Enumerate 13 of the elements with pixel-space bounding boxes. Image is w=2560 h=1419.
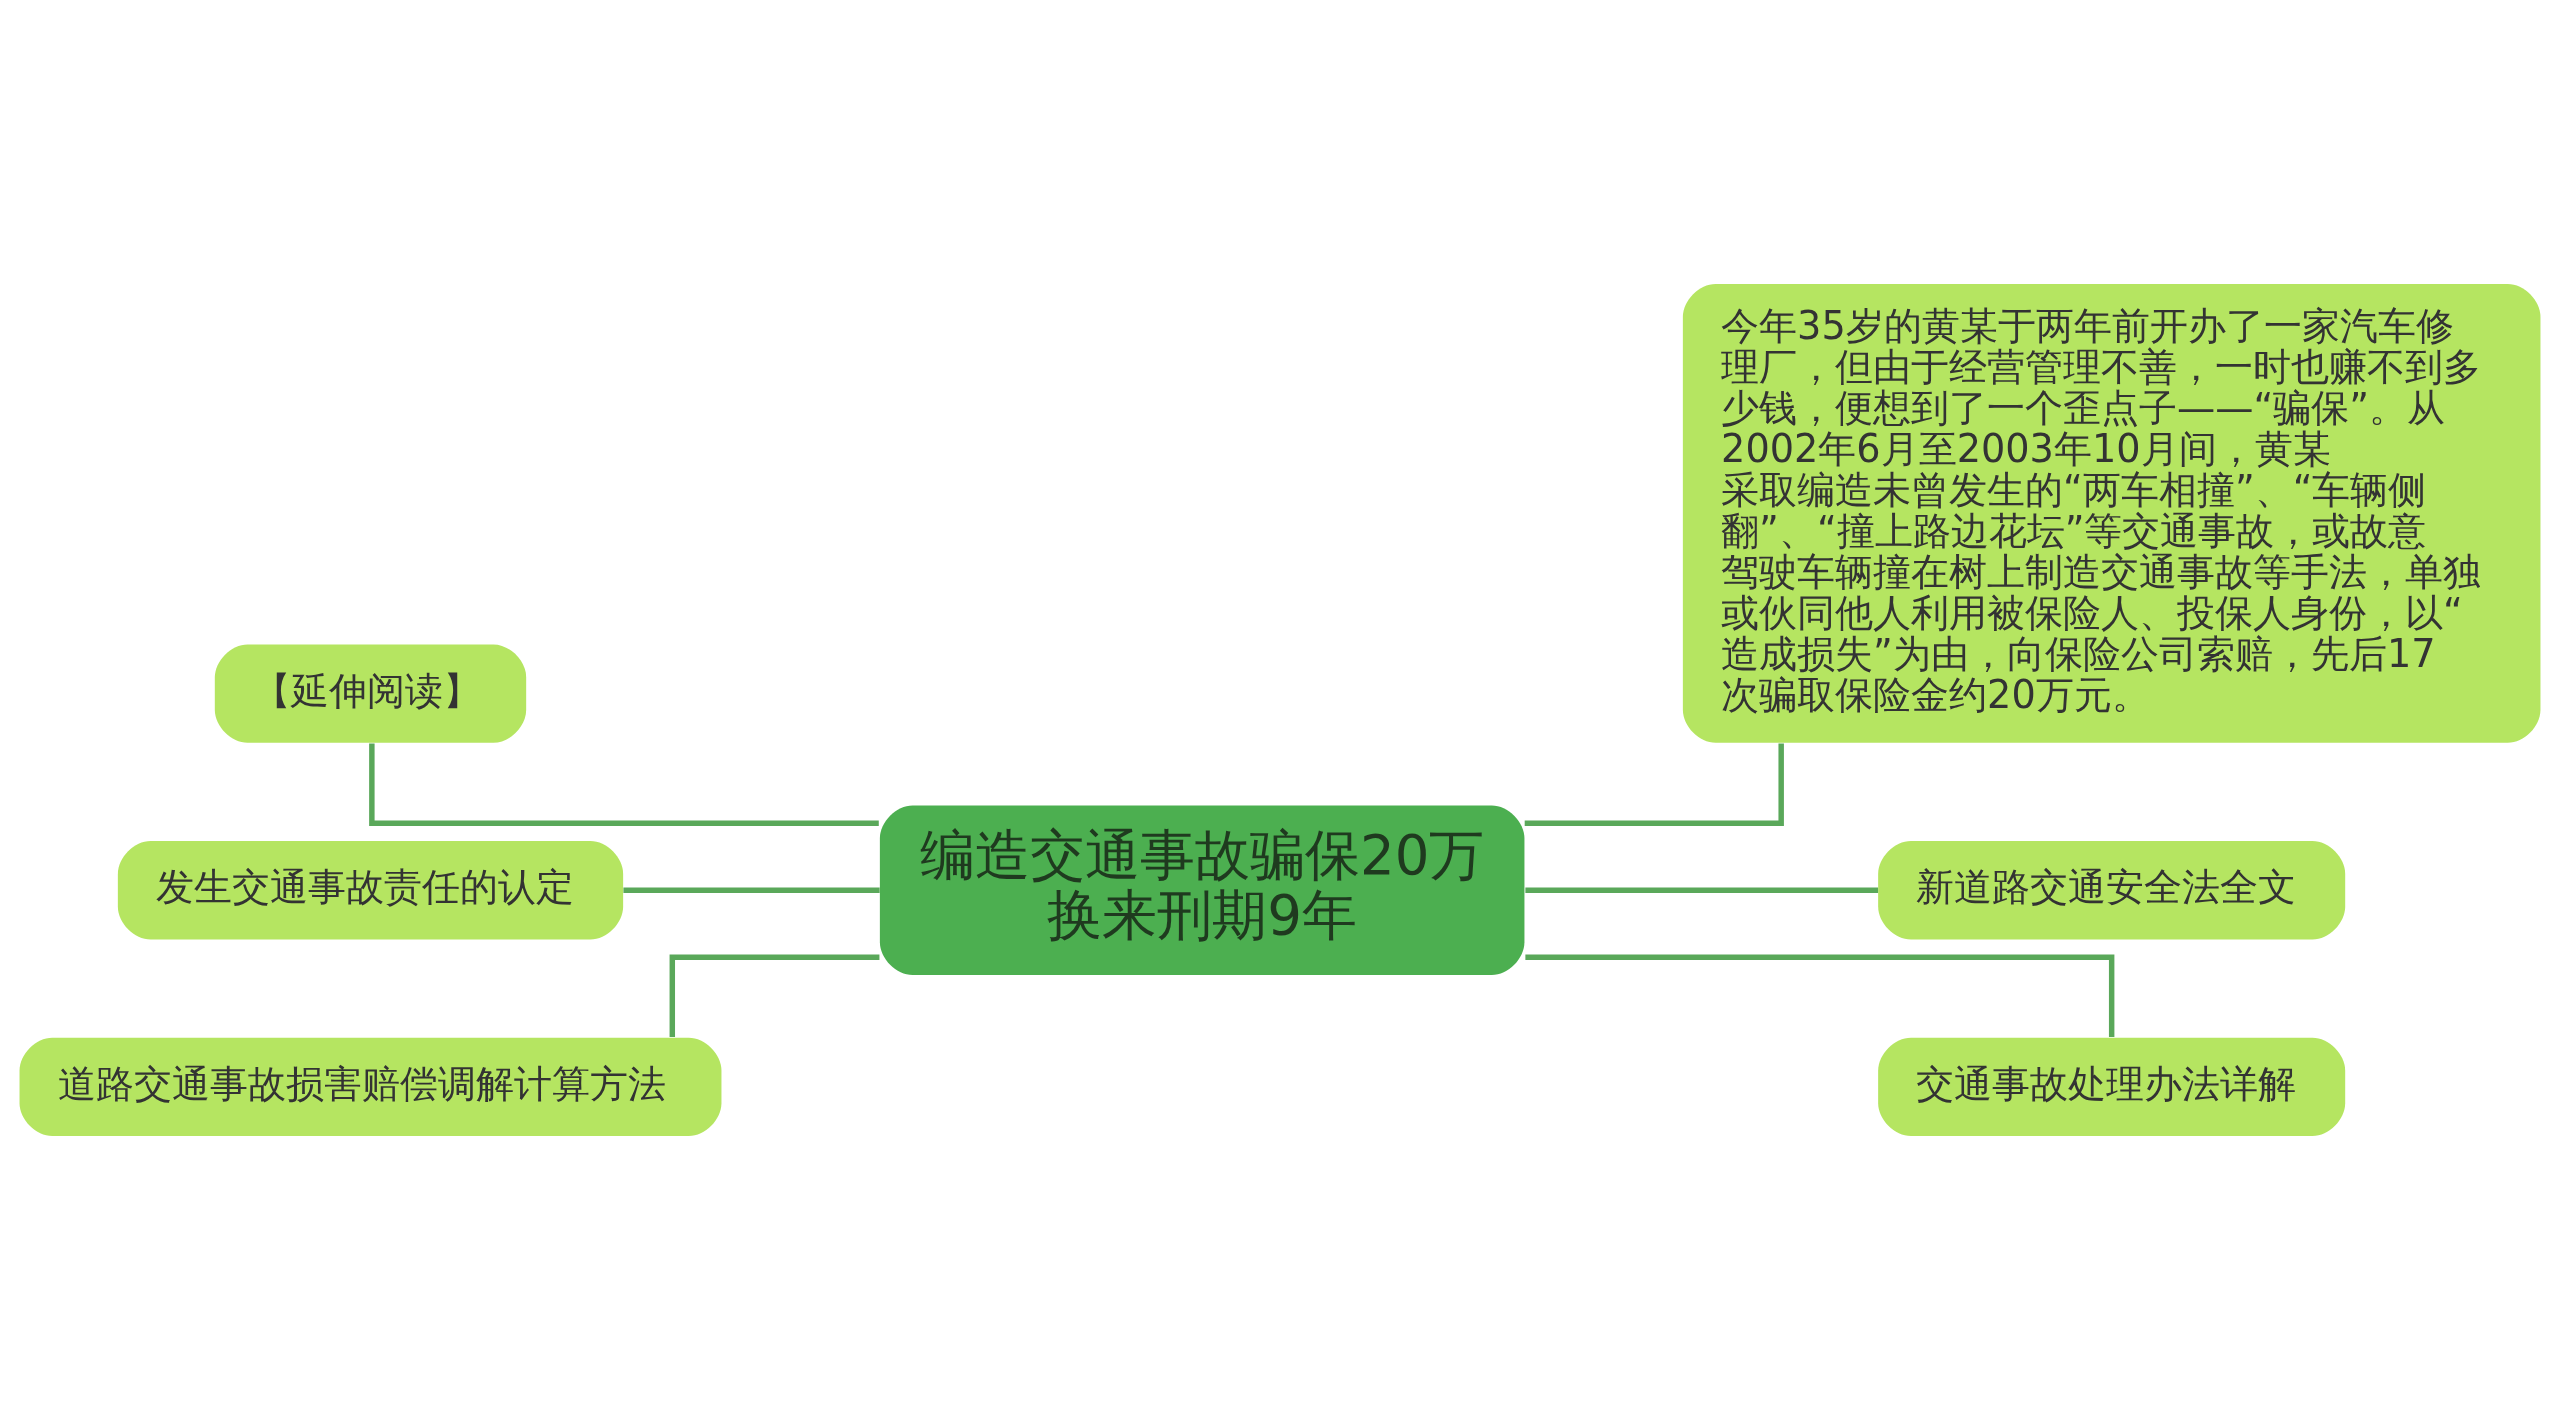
connector [1524,743,1784,826]
connector [1525,887,1879,893]
node-box: 新道路交通安全法全文 [1878,840,2346,939]
connector [369,742,879,826]
node-box: 发生交通事故责任的认定 [117,840,624,939]
node-box: 今年35岁的黄某于两年前开办了一家汽车修理厂，但由于经营管理不善，一时也赚不到多少钱，便想到了一个歪点子——“骗保”。从2002年6月至2003年10月间，黄某采取编造未曾发生的“两车相撞”、“车辆侧翻”、“撞上路边花坛”等交通事故，或故意驾驶车辆撞在树上制造交通事故等手法，单独或伙同他人利用被保险人、投保人身份，以“造成损失”为由，向保险公司索赔，先后17次骗取保险金约20万元。 [1682,283,2541,743]
connector [1525,953,2115,1037]
node-box: 道路交通事故损害赔偿调解计算方法 [19,1037,722,1136]
node-box: 交通事故处理办法详解 [1878,1037,2346,1136]
node-box: 编造交通事故骗保20万换来刑期9年 [879,805,1525,975]
connector [623,887,880,893]
connector [669,953,880,1037]
node-box: 【延伸阅读】 [214,643,527,743]
